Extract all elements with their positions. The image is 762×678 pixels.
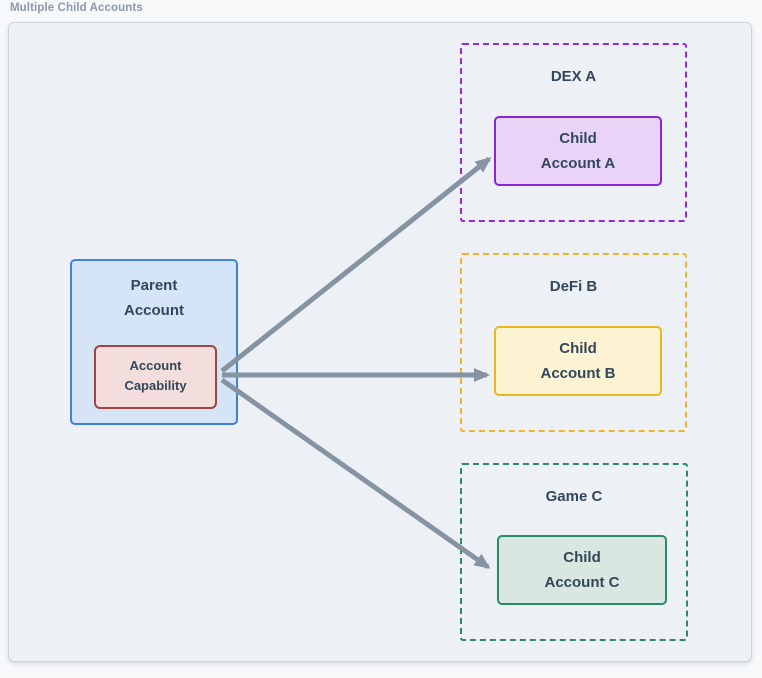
- diagram-title: Multiple Child Accounts: [10, 2, 143, 14]
- parent-account-node: Parent Account Account Capability: [70, 259, 238, 425]
- child-account-b-label-line1: Child: [559, 340, 597, 357]
- child-account-c-label-line2: Account C: [544, 574, 620, 591]
- account-capability-label-line1: Account: [129, 358, 182, 373]
- child-account-a-label-line1: Child: [559, 130, 597, 147]
- group-dex-a: DEX A Child Account A: [460, 43, 687, 222]
- child-account-a-node: Child Account A: [494, 116, 662, 186]
- group-dex-a-label: DEX A: [550, 68, 597, 85]
- group-defi-b: DeFi B Child Account B: [460, 253, 687, 432]
- account-capability-node: Account Capability: [94, 345, 217, 409]
- child-account-a-label-line2: Account A: [540, 155, 616, 172]
- group-game-c: Game C Child Account C: [460, 463, 688, 641]
- child-account-c-label-line1: Child: [563, 549, 601, 566]
- child-account-c-node: Child Account C: [497, 535, 667, 605]
- parent-account-label-line1: Parent: [130, 277, 178, 294]
- parent-account-label: Parent Account: [72, 273, 236, 323]
- child-account-b-node: Child Account B: [494, 326, 662, 396]
- parent-account-label-line2: Account: [124, 302, 184, 319]
- child-account-b-label-line2: Account B: [540, 365, 616, 382]
- group-game-c-label: Game C: [545, 488, 603, 505]
- group-defi-b-label: DeFi B: [549, 278, 598, 295]
- account-capability-label: Account Capability: [96, 356, 215, 396]
- account-capability-label-line2: Capability: [124, 378, 187, 393]
